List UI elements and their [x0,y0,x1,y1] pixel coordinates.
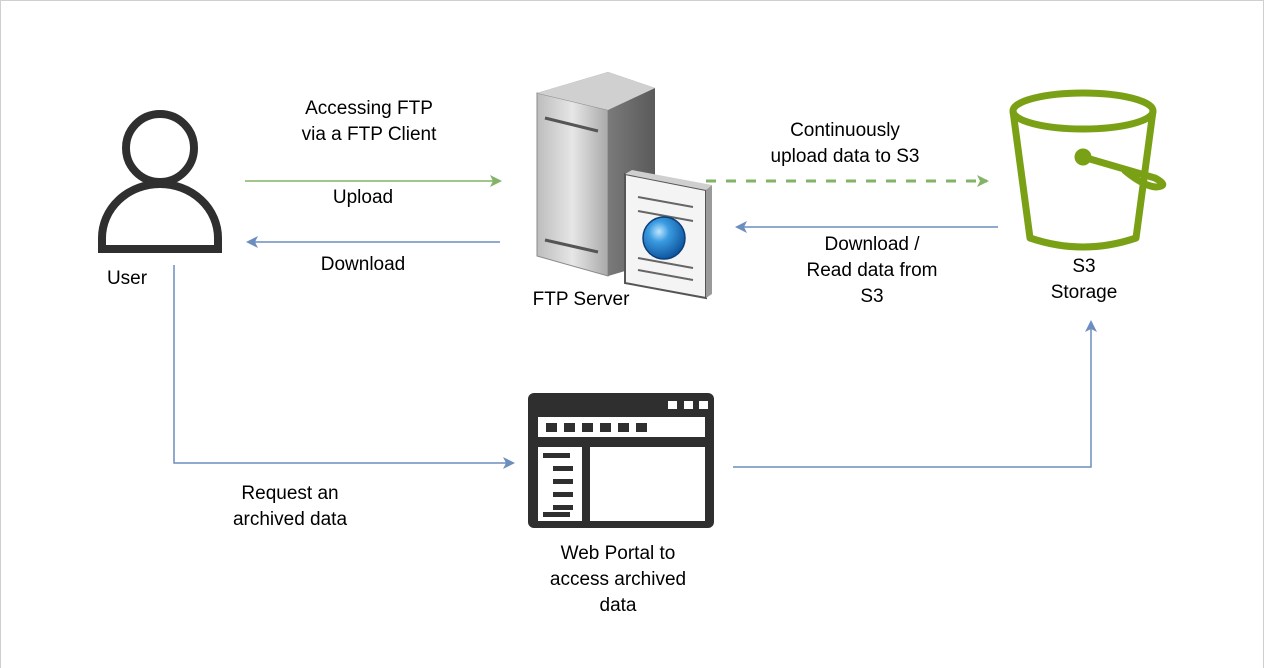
user-label: User [106,268,148,289]
download-read-label: Download / Read data from S3 [806,234,938,307]
upload-label: Upload [332,187,394,208]
request-archive-arrow [173,265,515,469]
bucket-icon[interactable] [1009,89,1167,251]
accessing-ftp-label: Accessing FTP via a FTP Client [301,98,437,145]
browser-window-icon[interactable] [528,393,714,528]
continuous-upload-label: Continuously upload data to S3 [770,120,920,167]
portal-to-s3-arrow [733,320,1097,468]
web-portal-label: Web Portal to access archived data [549,543,687,616]
request-archived-label: Request an archived data [232,483,348,530]
ftp-server-label: FTP Server [532,289,630,310]
s3-storage-label: S3 Storage [1050,256,1118,303]
user-icon[interactable] [98,110,222,253]
download-label: Download [320,254,406,275]
server-icon[interactable] [536,72,712,300]
